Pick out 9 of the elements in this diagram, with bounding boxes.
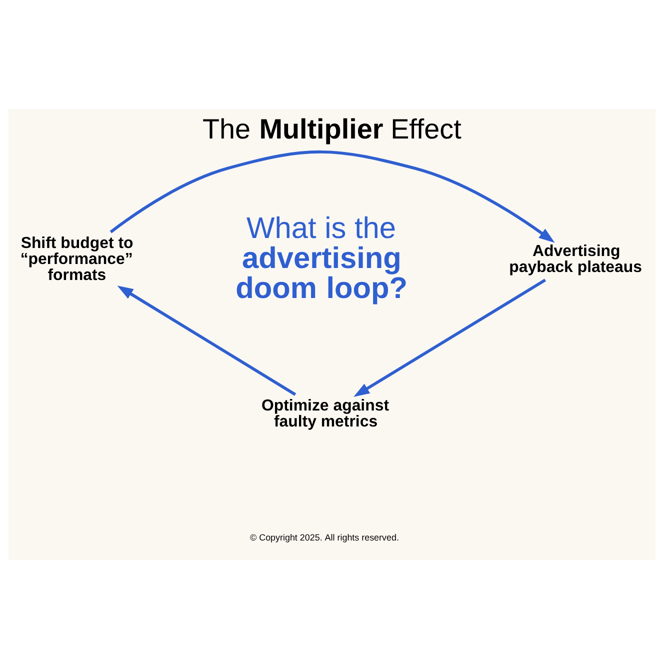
arrow — [354, 278, 546, 397]
arrow — [110, 150, 555, 243]
label: What is the advertising doom loop? — [236, 212, 408, 305]
node-text: Shift budget to “performance” formats — [20, 234, 134, 284]
label: © Copyright 2025. All rights reserved. — [250, 532, 399, 542]
node-text: Advertising payback plateaus — [509, 242, 642, 276]
diagram-title: The Multiplier Effect — [202, 113, 462, 144]
node-text: Optimize against faulty metrics — [261, 397, 390, 430]
arrow — [117, 286, 296, 396]
